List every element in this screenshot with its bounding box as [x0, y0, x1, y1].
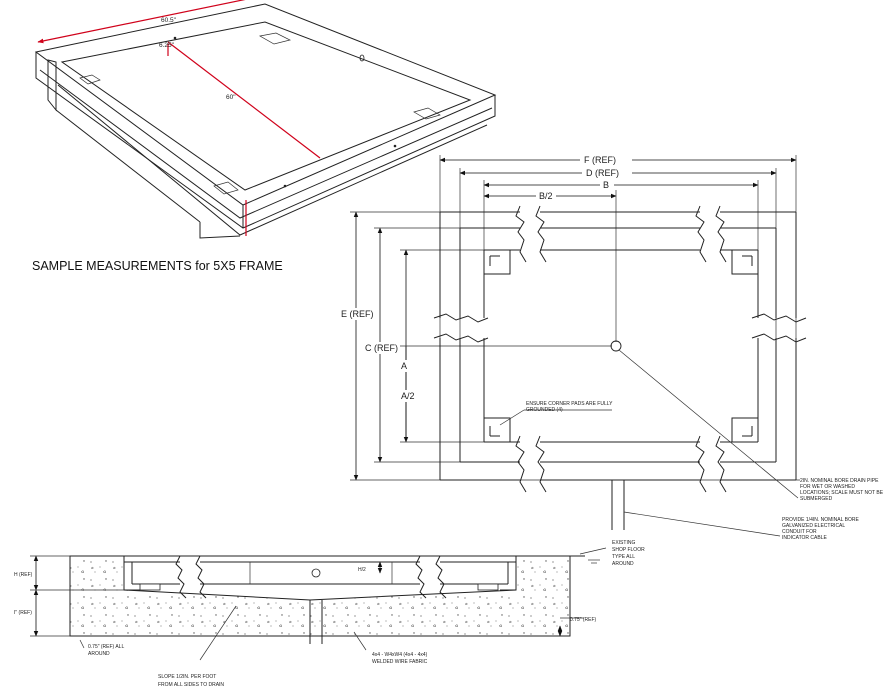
- iso-dim-inner: 60": [226, 94, 236, 101]
- plan-view: F (REF) D (REF) B B/2 E (REF) C (REF) A …: [340, 155, 807, 537]
- dim-b: B: [603, 180, 609, 190]
- note-drain-2: FOR WET OR WASHED: [800, 484, 855, 490]
- iso-dim-lip: 6.25": [159, 42, 175, 49]
- note-conduit-3: CONDUIT FOR: [782, 529, 817, 535]
- sec-h-ref: H (REF): [14, 572, 33, 578]
- iso-dim-outer: 60.5": [161, 17, 177, 24]
- slope-note-1: SLOPE 1/2IN. PER FOOT: [158, 674, 216, 680]
- dim-c-ref: C (REF): [365, 343, 398, 353]
- slope-note-2: FROM ALL SIDES TO DRAIN: [158, 682, 224, 688]
- note-drain-1: 2IN. NOMINAL BORE DRAIN PIPE: [800, 478, 879, 484]
- dim-a-half: A/2: [401, 391, 415, 401]
- floor-note-1: EXISTING: [612, 540, 635, 546]
- isometric-frame: 60.5" 6.25" 60": [34, 0, 497, 239]
- section-view: [30, 547, 607, 661]
- around-note-2: AROUND: [88, 651, 110, 657]
- floor-note-4: AROUND: [612, 561, 634, 567]
- dim-e-ref: E (REF): [341, 309, 374, 319]
- dim-a: A: [401, 361, 407, 371]
- note-conduit-1: PROVIDE 1/4IN. NOMINAL BORE: [782, 517, 859, 523]
- note-conduit-2: GALVANIZED ELECTRICAL: [782, 523, 845, 529]
- dim-b-half: B/2: [539, 191, 553, 201]
- sec-i-ref: I" (REF): [14, 610, 32, 616]
- sec-edge-ref: 0.75" (REF): [570, 617, 597, 623]
- note-drain-4: SUBMERGED: [800, 496, 833, 502]
- sec-h-half: H/2: [358, 567, 366, 573]
- dim-f-ref: F (REF): [584, 155, 616, 165]
- note-conduit-4: INDICATOR CABLE: [782, 535, 827, 541]
- note-drain-3: LOCATIONS; SCALE MUST NOT BE: [800, 490, 884, 496]
- dim-d-ref: D (REF): [586, 168, 619, 178]
- fabric-note-2: WELDED WIRE FABRIC: [372, 659, 428, 665]
- note-pads-2: GROUNDED (4): [526, 407, 563, 413]
- iso-caption: SAMPLE MEASUREMENTS for 5X5 FRAME: [32, 259, 283, 273]
- floor-note-3: TYPE ALL: [612, 554, 635, 560]
- floor-note-2: SHOP FLOOR: [612, 547, 645, 553]
- fabric-note-1: 4x4 - W4xW4 (4x4 - 4x4): [372, 652, 428, 658]
- around-note-1: 0.75" (REF) ALL: [88, 644, 124, 650]
- note-pads-1: ENSURE CORNER PADS ARE FULLY: [526, 401, 613, 407]
